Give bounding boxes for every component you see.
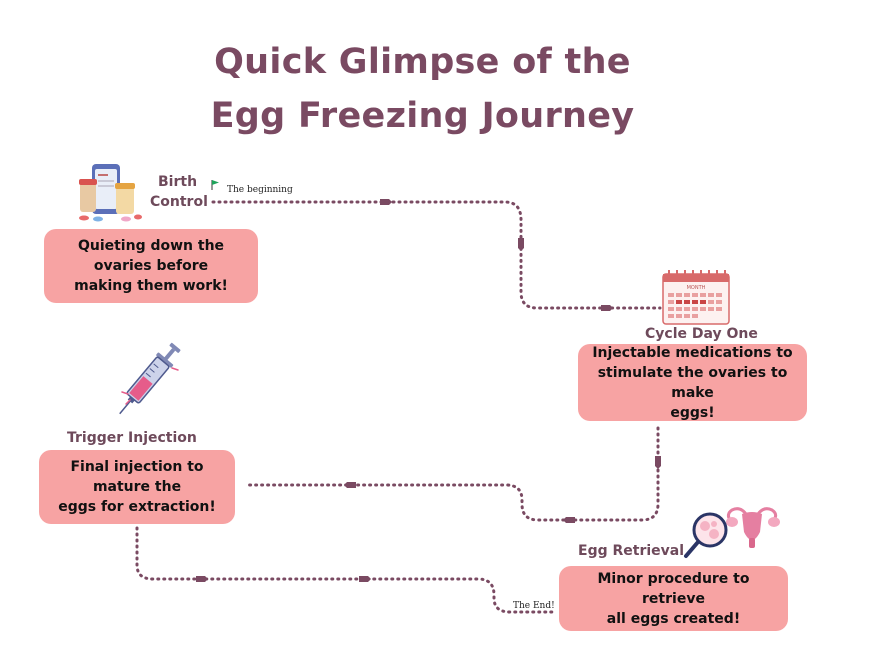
syringe-icon	[119, 342, 181, 415]
step-description-line: stimulate the ovaries to make	[597, 364, 788, 401]
arrow-marker	[655, 456, 661, 469]
arrow-marker	[344, 482, 356, 488]
step-description-line: ovaries before	[93, 258, 209, 274]
arrow-marker	[359, 576, 371, 582]
step-description-line: eggs!	[670, 404, 715, 421]
step-description-line: Injectable medications to	[592, 344, 793, 361]
arrow-marker	[518, 238, 524, 251]
stage-label-cycle-day-one: Cycle Day One	[645, 326, 758, 342]
title-line-1: Quick Glimpse of the	[214, 42, 631, 82]
step-box-egg-retrieval: Minor procedure to retrieve all eggs cre…	[559, 566, 788, 631]
step-description-line: Minor procedure to retrieve	[597, 570, 750, 607]
step-description-line: Quieting down the	[77, 238, 225, 254]
step-description-line: making them work!	[74, 278, 228, 294]
step-box-trigger-injection: Final injection to mature the eggs for e…	[39, 450, 235, 524]
step-box-birth-control: Quieting down the ovaries before making …	[44, 229, 258, 303]
stage-label-trigger-injection: Trigger Injection	[67, 430, 197, 446]
arrow-marker	[601, 305, 613, 311]
stage-label-egg-retrieval: Egg Retrieval	[578, 543, 685, 559]
stage-label-birth-control-line-1: Birth	[158, 174, 198, 190]
step-description-line: Final injection to mature the	[70, 459, 204, 495]
step-description-line: eggs for extraction!	[58, 499, 216, 515]
calendar-header: MONTH	[687, 285, 706, 291]
end-label: The End!	[513, 601, 555, 611]
step-description-line: all eggs created!	[606, 610, 741, 627]
uterus-magnifier-icon	[684, 507, 780, 558]
step-box-cycle-day-one: Injectable medications to stimulate the …	[578, 344, 807, 421]
arrow-marker	[380, 199, 392, 205]
arrow-marker	[196, 576, 208, 582]
title-line-2: Egg Freezing Journey	[210, 96, 635, 136]
calendar-icon: MONTH	[662, 270, 730, 325]
start-label: The beginning	[227, 185, 293, 195]
arrow-marker	[563, 517, 575, 523]
flag-icon	[211, 180, 219, 190]
birth-control-pills-icon	[79, 164, 142, 222]
stage-label-birth-control-line-2: Control	[150, 194, 208, 210]
